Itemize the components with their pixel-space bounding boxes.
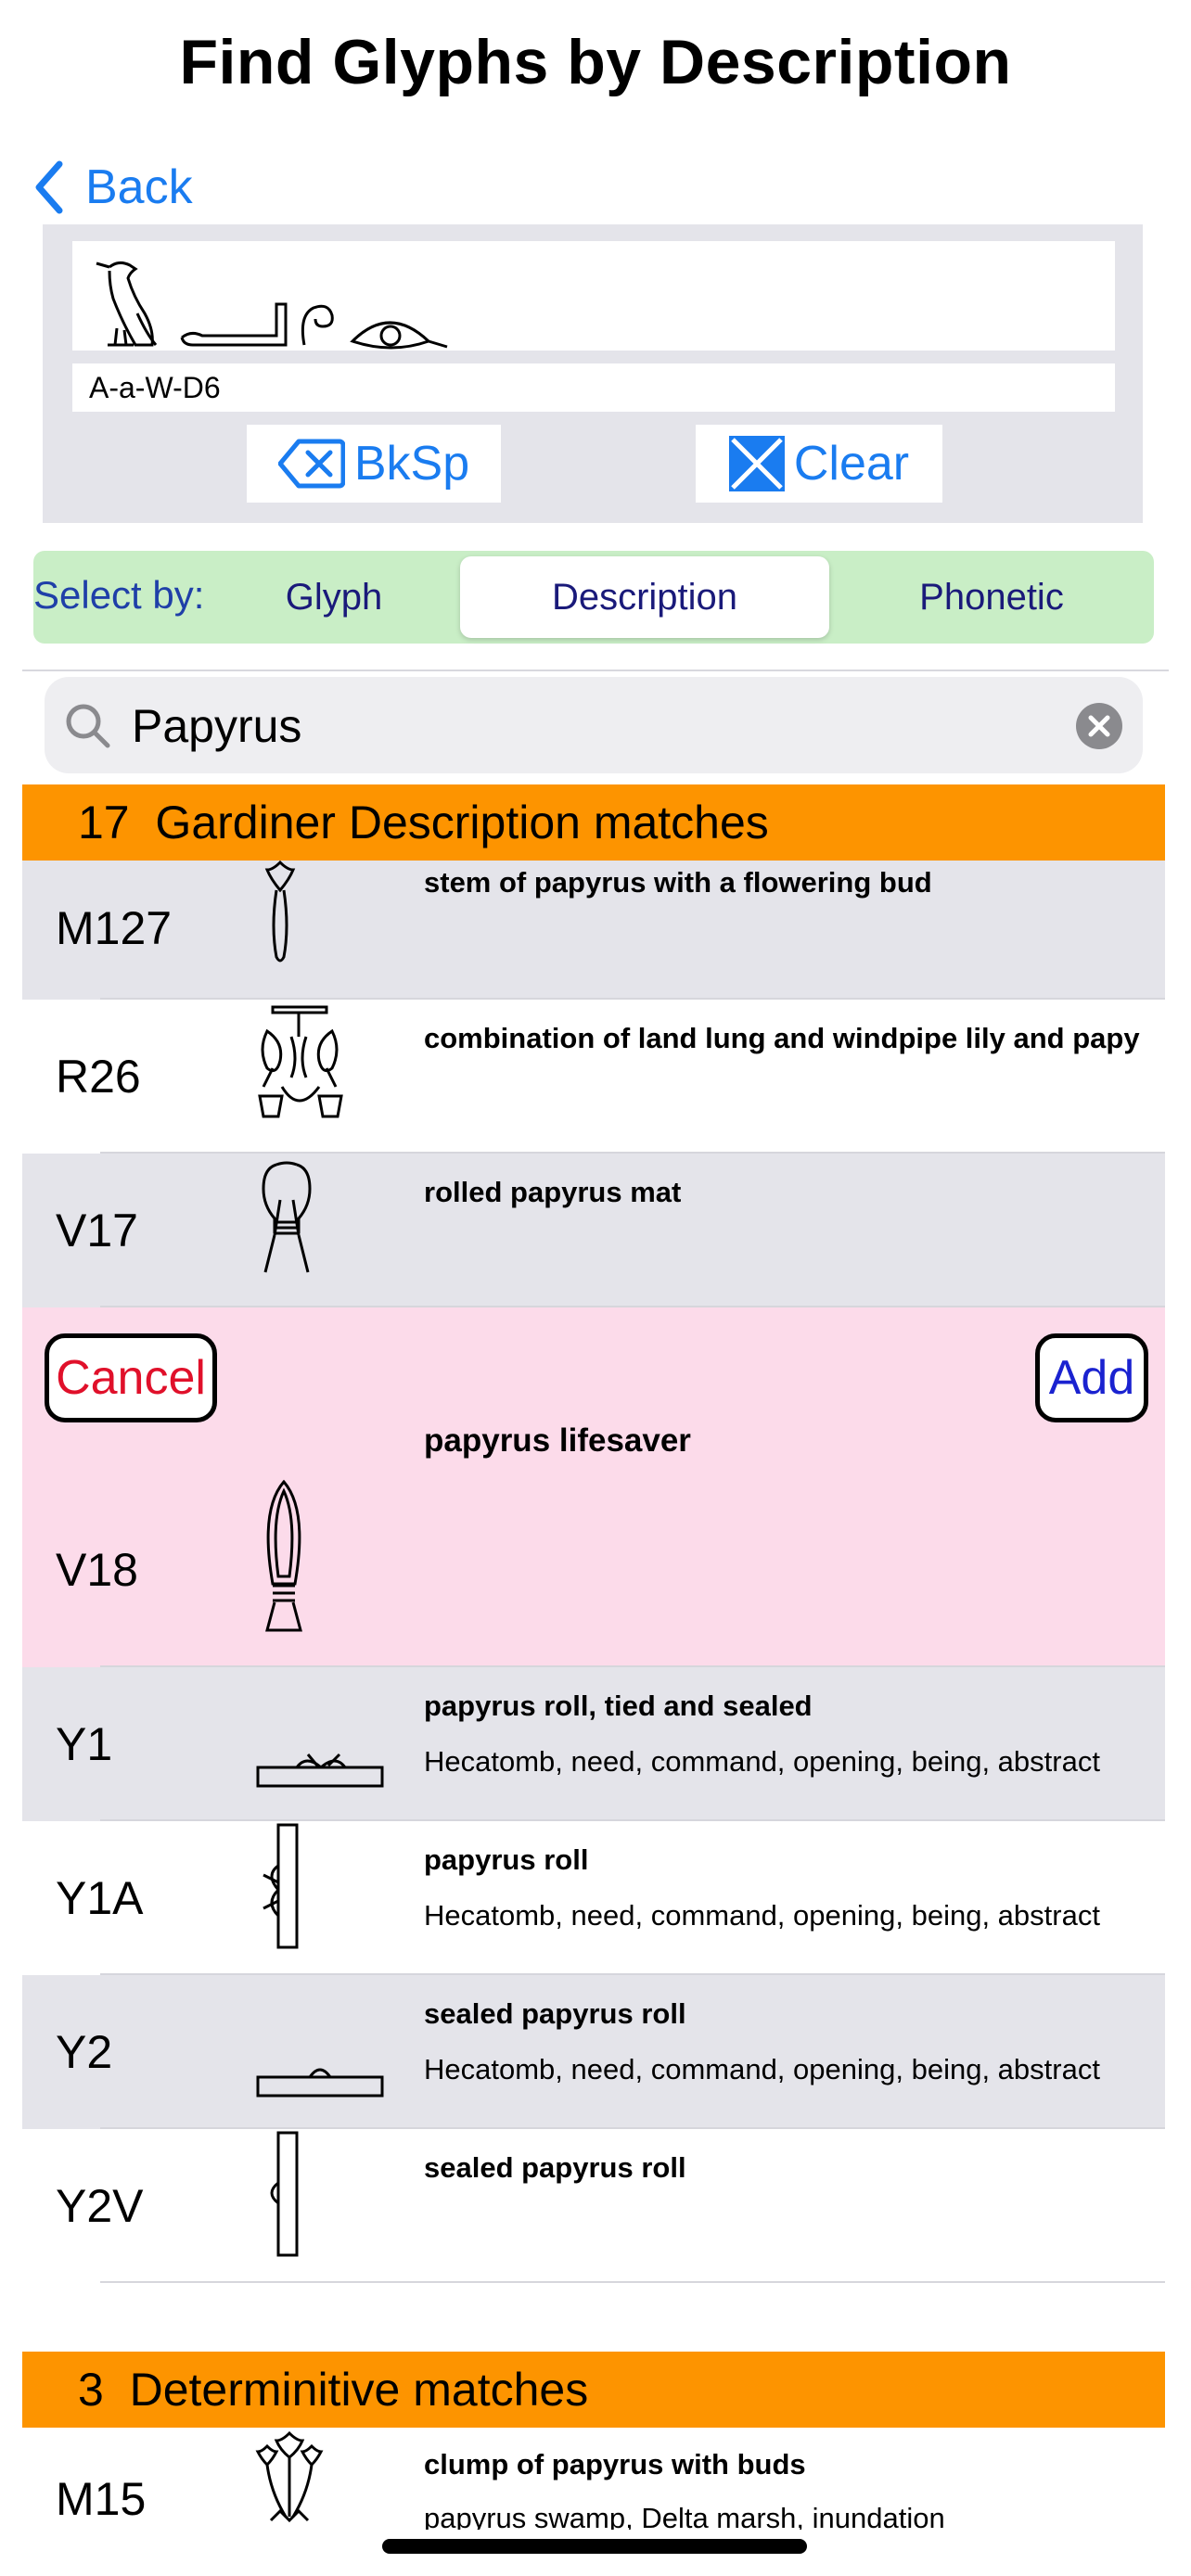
add-button[interactable]: Add <box>1035 1333 1148 1422</box>
row-divider <box>100 1306 1165 1307</box>
segment-glyph[interactable]: Glyph <box>285 577 383 618</box>
row-divider <box>100 1973 1165 1975</box>
row-divider <box>100 1665 1165 1667</box>
glyph-description: stem of papyrus with a flowering bud <box>424 866 932 899</box>
glyph-description: combination of land lung and windpipe li… <box>424 1022 1140 1054</box>
glyph-code: Y2 <box>56 2026 113 2078</box>
sealed-roll-vertical-icon <box>270 2131 299 2257</box>
glyph-meaning: Hecatomb, need, command, opening, being,… <box>424 1745 1100 1778</box>
row-divider <box>100 1152 1165 1154</box>
determinative-title: Determinitive matches <box>129 2364 589 2416</box>
gardiner-title: Gardiner Description matches <box>155 797 769 848</box>
clear-search-icon[interactable] <box>1076 703 1122 749</box>
glyph-code: Y2V <box>56 2180 144 2232</box>
clear-label: Clear <box>793 437 910 491</box>
chevron-left-icon <box>35 160 63 214</box>
papyrus-bud-icon <box>264 861 296 963</box>
list-item-y2[interactable]: Y2 sealed papyrus roll Hecatomb, need, c… <box>22 1975 1165 2129</box>
glyph-description: rolled papyrus mat <box>424 1176 682 1208</box>
glyph-description: papyrus roll, tied and sealed <box>424 1690 813 1722</box>
glyph-code: Y1 <box>56 1718 113 1770</box>
glyph-description: papyrus lifesaver <box>424 1422 691 1459</box>
glyph-description: sealed papyrus roll <box>424 2151 686 2184</box>
glyph-code: V17 <box>56 1205 138 1256</box>
glyph-code: R26 <box>56 1051 141 1103</box>
section-header-gardiner: 17 Gardiner Description matches <box>22 784 1165 861</box>
rolled-mat-icon <box>262 1161 312 1273</box>
lifesaver-icon <box>265 1479 302 1632</box>
papyrus-clump-icon <box>255 2430 324 2523</box>
back-button[interactable]: Back <box>33 159 193 215</box>
list-item-v18-selected[interactable]: Cancel Add papyrus lifesaver V18 <box>22 1307 1165 1667</box>
back-label: Back <box>85 160 193 214</box>
papyrus-roll-tied-icon <box>256 1753 384 1788</box>
papyrus-roll-vertical-icon <box>263 1823 299 1949</box>
glyph-code: Y1A <box>56 1872 144 1924</box>
list-item-v17[interactable]: V17 rolled papyrus mat <box>22 1154 1165 1307</box>
composed-hieroglyphs-icon <box>96 261 448 350</box>
determinative-count: 3 <box>78 2364 104 2416</box>
glyph-code-field[interactable]: A-a-W-D6 <box>72 363 1115 412</box>
row-divider <box>100 2281 1165 2283</box>
list-item-y1[interactable]: Y1 papyrus roll, tied and sealed Hecatom… <box>22 1667 1165 1821</box>
glyph-description: clump of papyrus with buds <box>424 2448 806 2480</box>
list-item-y1a[interactable]: Y1A papyrus roll Hecatomb, need, command… <box>22 1821 1165 1975</box>
row-divider <box>100 998 1165 1000</box>
glyph-meaning: papyrus swamp, Delta marsh, inundation <box>424 2502 945 2530</box>
segment-description[interactable]: Description <box>460 556 829 638</box>
search-icon <box>66 704 110 748</box>
sealed-roll-icon <box>256 2068 384 2098</box>
backspace-label: BkSp <box>353 437 470 491</box>
lily-papyrus-combination-icon <box>258 1005 343 1118</box>
glyph-code: V18 <box>56 1544 138 1596</box>
glyph-meaning: Hecatomb, need, command, opening, being,… <box>424 2053 1100 2085</box>
clear-button[interactable]: Clear <box>696 425 942 503</box>
row-divider <box>100 2127 1165 2129</box>
list-item-r26[interactable]: R26 combination of land lung and windpip… <box>22 1000 1165 1154</box>
list-item-y2v[interactable]: Y2V sealed papyrus roll <box>22 2129 1165 2283</box>
clear-x-square-icon <box>728 436 785 491</box>
divider <box>22 670 1169 671</box>
list-item-m15[interactable]: M15 clump of papyrus with buds papyrus s… <box>22 2428 1165 2530</box>
composed-glyph-strip[interactable] <box>72 241 1115 351</box>
gardiner-count: 17 <box>78 797 130 848</box>
home-indicator <box>382 2539 807 2554</box>
glyph-code: M15 <box>56 2473 147 2525</box>
delete-left-icon <box>277 439 345 489</box>
glyph-description: papyrus roll <box>424 1843 589 1876</box>
row-divider <box>100 1819 1165 1821</box>
page-title: Find Glyphs by Description <box>179 27 1012 97</box>
search-input[interactable]: Papyrus <box>132 700 302 752</box>
search-bar[interactable] <box>45 677 1143 773</box>
list-item-m127[interactable]: M127 stem of papyrus with a flowering bu… <box>22 861 1165 1000</box>
glyph-code: M127 <box>56 902 173 954</box>
backspace-button[interactable]: BkSp <box>247 425 501 503</box>
cancel-button[interactable]: Cancel <box>45 1333 217 1422</box>
segment-phonetic[interactable]: Phonetic <box>919 577 1064 618</box>
section-header-determinative: 3 Determinitive matches <box>22 2352 1165 2428</box>
select-by-label: Select by: <box>33 573 205 617</box>
glyph-meaning: Hecatomb, need, command, opening, being,… <box>424 1899 1100 1932</box>
glyph-description: sealed papyrus roll <box>424 1997 686 2030</box>
select-by-segmented-control: Glyph Description Phonetic <box>219 556 1152 638</box>
